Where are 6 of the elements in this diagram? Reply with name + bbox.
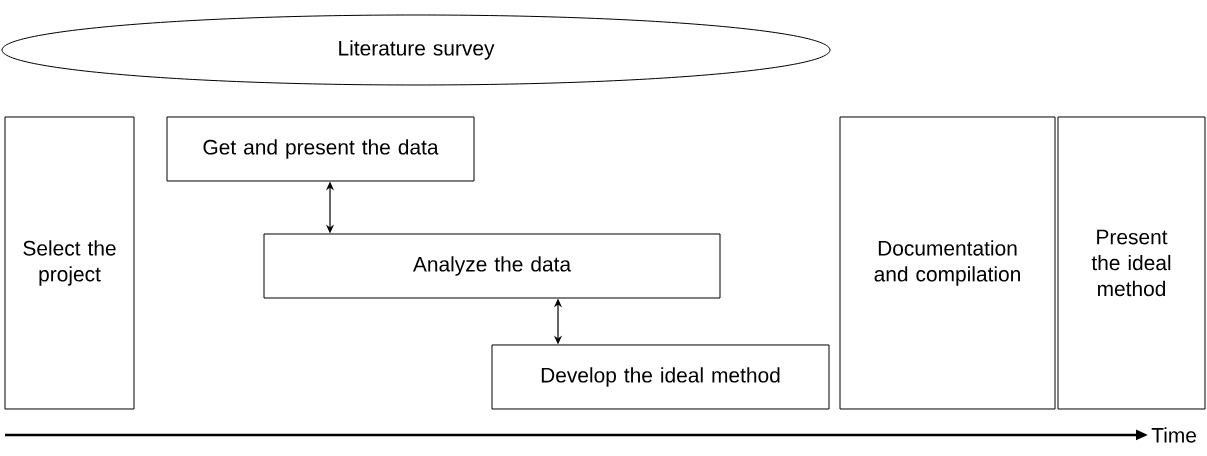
process-box: Present the ideal method <box>1057 116 1206 410</box>
process-box: Documentation and compilation <box>839 116 1056 410</box>
process-box: Develop the ideal method <box>491 344 830 410</box>
process-box: Get and present the data <box>166 116 475 182</box>
process-box: Select the project <box>4 116 135 410</box>
process-box: Analyze the data <box>263 233 721 299</box>
